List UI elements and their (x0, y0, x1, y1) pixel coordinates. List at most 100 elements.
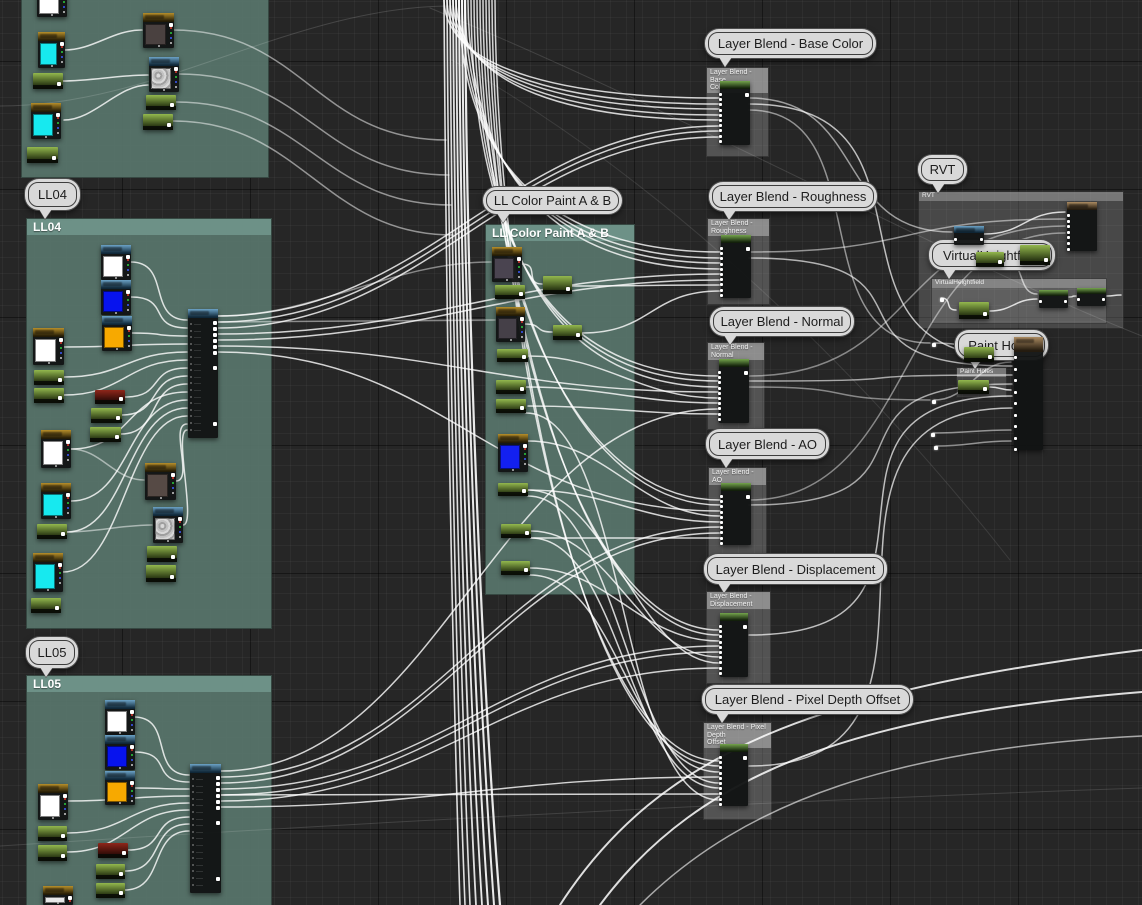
pin[interactable] (719, 782, 722, 785)
bottom-pin[interactable] (115, 312, 117, 314)
pin[interactable] (719, 656, 722, 660)
wire[interactable] (529, 574, 720, 773)
pin[interactable] (718, 407, 721, 411)
node-scalar[interactable] (964, 347, 994, 362)
wire[interactable] (461, 0, 495, 905)
input-pin[interactable] (192, 877, 194, 879)
wire[interactable] (63, 29, 143, 51)
wire[interactable] (449, 0, 471, 905)
pin[interactable] (719, 103, 722, 107)
pin[interactable] (566, 287, 570, 291)
pin[interactable] (746, 247, 750, 251)
channel-pin[interactable] (131, 729, 133, 731)
channel-pin[interactable] (524, 453, 526, 455)
wire[interactable] (639, 735, 1142, 905)
wire[interactable] (935, 440, 1012, 447)
wire[interactable] (458, 0, 489, 905)
comment-bubble-ll04[interactable]: LL04 (25, 179, 80, 219)
channel-pin[interactable] (521, 321, 523, 323)
channel-pin[interactable] (60, 357, 62, 359)
comment-bubble-mid[interactable]: LL Color Paint A & B (483, 187, 622, 223)
node-tex[interactable] (498, 434, 528, 472)
pin[interactable] (719, 124, 722, 128)
pin[interactable] (718, 376, 721, 380)
wire[interactable] (932, 429, 1012, 434)
node-tex[interactable] (41, 483, 71, 519)
pin[interactable] (522, 489, 526, 493)
input-pin[interactable] (190, 342, 192, 345)
channel-pin[interactable] (67, 502, 69, 504)
pin[interactable] (1044, 258, 1048, 262)
bottom-pin[interactable] (116, 348, 118, 350)
pin[interactable] (58, 378, 62, 382)
input-pin[interactable] (192, 791, 194, 794)
pin[interactable] (719, 108, 722, 112)
channel-pin[interactable] (131, 719, 133, 721)
channel-pin[interactable] (61, 51, 63, 53)
channel-pin[interactable] (61, 46, 63, 48)
node-scalar[interactable] (543, 276, 572, 294)
pin[interactable] (720, 495, 723, 498)
pin[interactable] (119, 891, 123, 895)
input-pin[interactable] (190, 336, 192, 339)
channel-pin[interactable] (131, 785, 133, 787)
wire[interactable] (127, 816, 190, 851)
pin[interactable] (216, 806, 220, 810)
node-scalar[interactable] (146, 95, 176, 110)
node-scalar[interactable] (27, 147, 58, 163)
pin[interactable] (213, 422, 217, 426)
channel-pin[interactable] (61, 56, 63, 58)
pin[interactable] (213, 366, 217, 370)
channel-pin[interactable] (127, 299, 129, 301)
channel-pin[interactable] (170, 32, 172, 34)
wire[interactable] (527, 489, 721, 523)
pin[interactable] (719, 787, 722, 791)
channel-pin[interactable] (69, 900, 71, 902)
channel-pin[interactable] (59, 577, 61, 579)
node-tex[interactable] (37, 0, 67, 17)
comment-bubble-nm[interactable]: Layer Blend - Normal (710, 307, 854, 345)
pin[interactable] (119, 397, 123, 401)
input-pin[interactable] (190, 402, 192, 405)
pin[interactable] (719, 134, 722, 138)
pin[interactable] (718, 412, 721, 416)
channel-pin[interactable] (127, 274, 129, 276)
pin[interactable] (216, 821, 220, 825)
pin[interactable] (171, 555, 175, 559)
bottom-pin[interactable] (50, 65, 53, 67)
pin[interactable] (216, 776, 220, 780)
input-pin[interactable] (192, 870, 194, 873)
wire[interactable] (220, 408, 719, 772)
node-tex[interactable] (33, 553, 63, 592)
input-pin[interactable] (190, 375, 192, 378)
wire[interactable] (443, 0, 720, 99)
wire[interactable] (217, 273, 721, 335)
node-tex[interactable] (101, 280, 131, 315)
pin[interactable] (718, 381, 721, 385)
wire[interactable] (521, 263, 543, 285)
node-tex[interactable] (105, 771, 135, 805)
wire[interactable] (172, 120, 454, 236)
wire[interactable] (124, 367, 188, 398)
pin[interactable] (719, 129, 722, 133)
pin[interactable] (719, 666, 722, 670)
wire[interactable] (748, 407, 1013, 767)
node-tex[interactable] (38, 32, 65, 68)
wire[interactable] (133, 751, 190, 783)
node-tantall[interactable] (1014, 337, 1043, 451)
pin[interactable] (1014, 379, 1017, 382)
channel-pin[interactable] (170, 42, 172, 44)
pin[interactable] (61, 532, 65, 536)
pin[interactable] (719, 119, 722, 122)
pin[interactable] (720, 267, 723, 271)
node-scalar[interactable] (38, 845, 67, 861)
node-scalar[interactable] (958, 380, 989, 394)
node-scalar[interactable] (496, 399, 526, 413)
bottom-pin[interactable] (115, 277, 117, 279)
wire[interactable] (443, 0, 461, 905)
pin[interactable] (983, 312, 987, 316)
channel-pin[interactable] (67, 512, 69, 514)
node-red[interactable] (98, 843, 128, 858)
pin[interactable] (213, 339, 217, 343)
wire[interactable] (63, 351, 188, 378)
